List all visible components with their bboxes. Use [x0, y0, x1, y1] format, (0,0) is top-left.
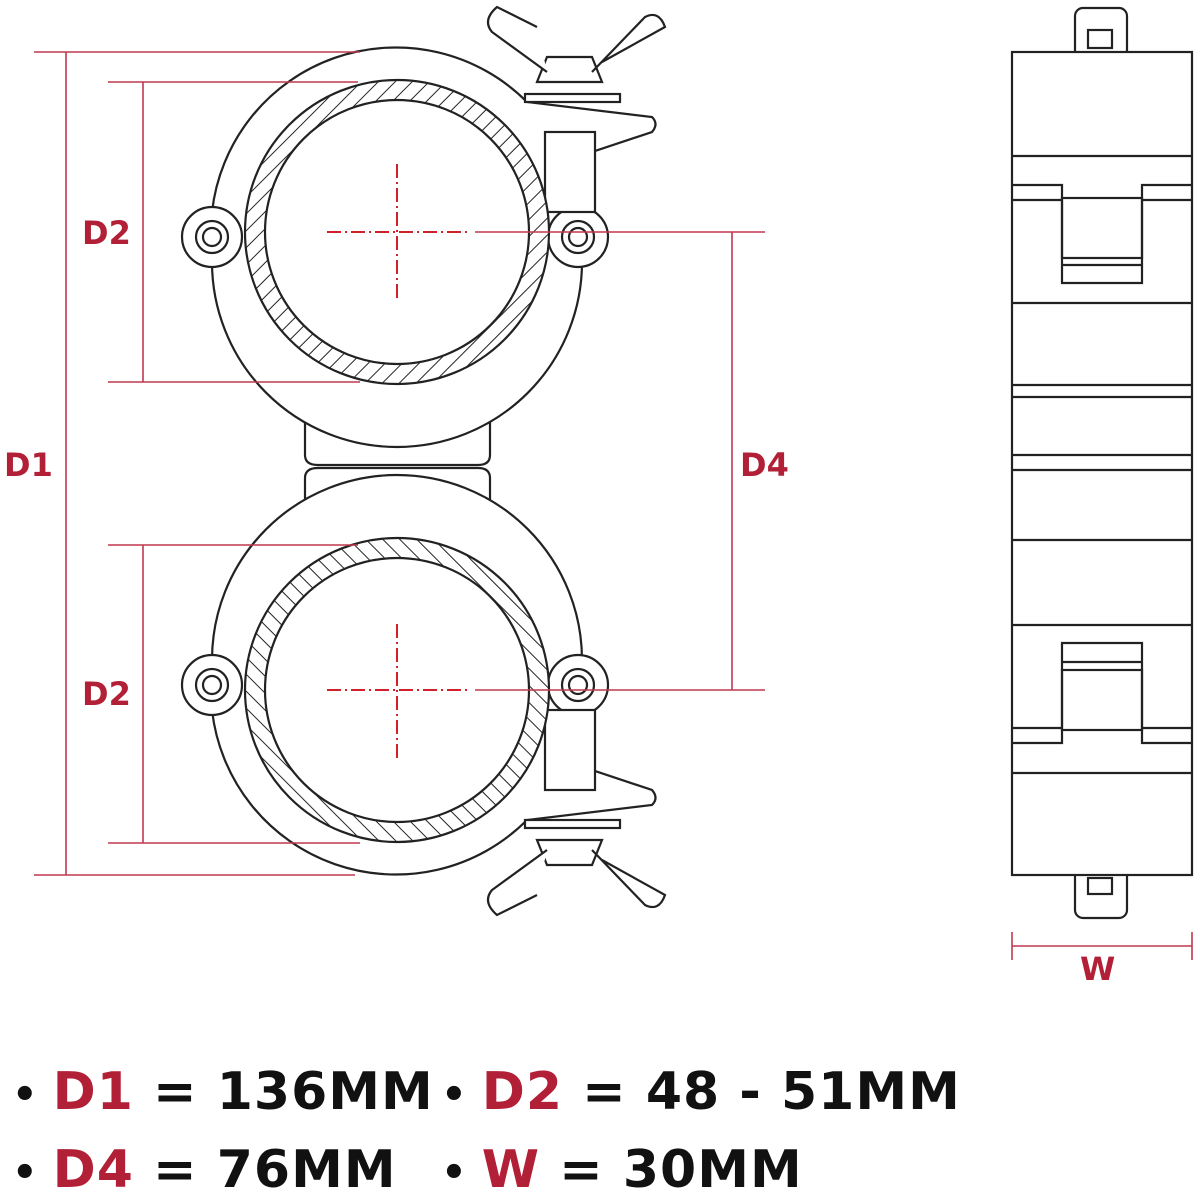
upper-clamp: [180, 5, 667, 449]
label-d2-bottom: D2: [82, 675, 131, 713]
bullet: •: [12, 1072, 39, 1118]
spec-d2: • D2 = 48 - 51MM: [441, 1062, 961, 1122]
dimension-lines: [34, 51, 1193, 960]
spec-row-1: • D1 = 136MM • D2 = 48 - 51MM: [12, 1062, 961, 1122]
front-view: [180, 5, 667, 917]
bullet: •: [12, 1150, 39, 1196]
lower-clamp: [180, 473, 667, 917]
spec-d4: • D4 = 76MM: [12, 1140, 422, 1200]
spec-key: W: [481, 1140, 541, 1200]
spec-value: = 76MM: [153, 1140, 397, 1200]
bullet: •: [441, 1150, 468, 1196]
spec-value: = 48 - 51MM: [582, 1062, 961, 1122]
label-d2-top: D2: [82, 214, 131, 252]
spec-key: D1: [52, 1062, 134, 1122]
spec-key: D2: [481, 1062, 564, 1122]
spec-d1: • D1 = 136MM: [12, 1062, 433, 1122]
bullet: •: [441, 1072, 468, 1118]
label-d1: D1: [4, 446, 53, 484]
spec-value: = 30MM: [559, 1140, 803, 1200]
spec-w: • W = 30MM: [441, 1140, 803, 1200]
spec-key: D4: [52, 1140, 134, 1200]
label-d4: D4: [740, 446, 789, 484]
label-w: W: [1080, 950, 1115, 988]
spec-value: = 136MM: [153, 1062, 434, 1122]
spec-row-2: • D4 = 76MM • W = 30MM: [12, 1140, 803, 1200]
side-view: [1010, 6, 1194, 920]
